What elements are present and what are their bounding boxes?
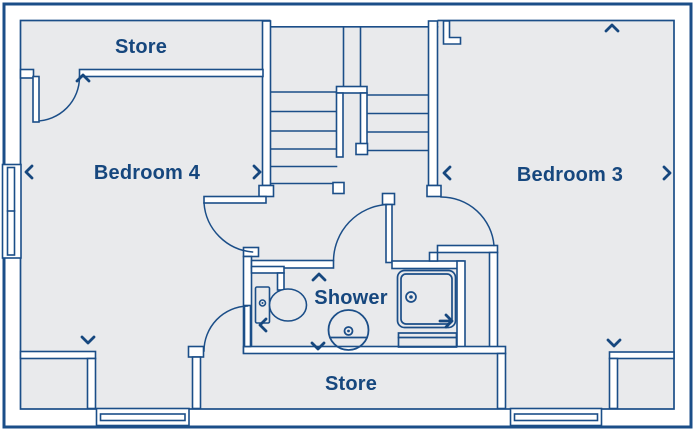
door-arc-store-top (35, 76, 81, 122)
closet-left-wall (19, 350, 97, 360)
room-label-bedroom3: Bedroom 3 (517, 164, 623, 186)
dim-arrow-right-icon (252, 164, 262, 180)
wash-basin (327, 309, 370, 351)
dim-arrow-down-icon (80, 335, 96, 345)
room-label-store-bottom: Store (325, 373, 377, 395)
door-leaf-store (243, 304, 252, 348)
room-label-shower: Shower (314, 287, 387, 309)
window-bottom-left (95, 407, 190, 427)
shower-step (397, 332, 458, 348)
closet-left-wall (86, 357, 97, 410)
pipe-duct (250, 265, 285, 274)
newel-post (355, 142, 369, 156)
dim-arrow-left-icon (442, 165, 452, 181)
room-label-store-top: Store (115, 36, 167, 58)
interior-walls (19, 20, 675, 410)
dim-arrow-down-icon (310, 341, 326, 351)
dim-arrow-up-icon (311, 272, 327, 282)
dim-arrow-down-icon (606, 338, 622, 348)
newel-post (332, 181, 345, 195)
staircase (269, 19, 439, 195)
door-leaf-bedroom3 (436, 244, 499, 254)
room-label-bedroom4: Bedroom 4 (94, 162, 201, 184)
closet-right-wall (608, 351, 675, 360)
door-swings (32, 75, 495, 352)
door-leaf-bedroom4 (203, 195, 267, 204)
dim-arrow-up-icon (75, 73, 91, 83)
corner-boxing (442, 20, 462, 45)
shower-tray (396, 269, 457, 329)
closet-right-wall (608, 357, 619, 410)
window-left (1, 163, 22, 259)
room-labels: Store Bedroom 4 Bedroom 3 Shower Store (94, 36, 623, 395)
dimension-arrows (24, 23, 672, 351)
door-jamb-shower (381, 192, 396, 206)
door-arc-shower (332, 203, 388, 262)
dim-arrow-left-icon (24, 164, 34, 180)
door-leaf-shower (385, 203, 393, 264)
door-arc-bedroom4 (203, 202, 254, 253)
dim-arrow-left-icon (258, 317, 268, 333)
pipe-duct (276, 272, 285, 291)
floor-area (19, 19, 675, 410)
dim-arrow-up-icon (604, 23, 620, 33)
door-leaf-store-top (32, 75, 40, 123)
door-arc-bedroom3 (440, 196, 495, 247)
door-arc-store-bottom (203, 305, 249, 352)
dim-arrow-right-icon (438, 313, 454, 329)
window-bottom-right (509, 407, 603, 427)
dim-arrow-right-icon (662, 165, 672, 181)
